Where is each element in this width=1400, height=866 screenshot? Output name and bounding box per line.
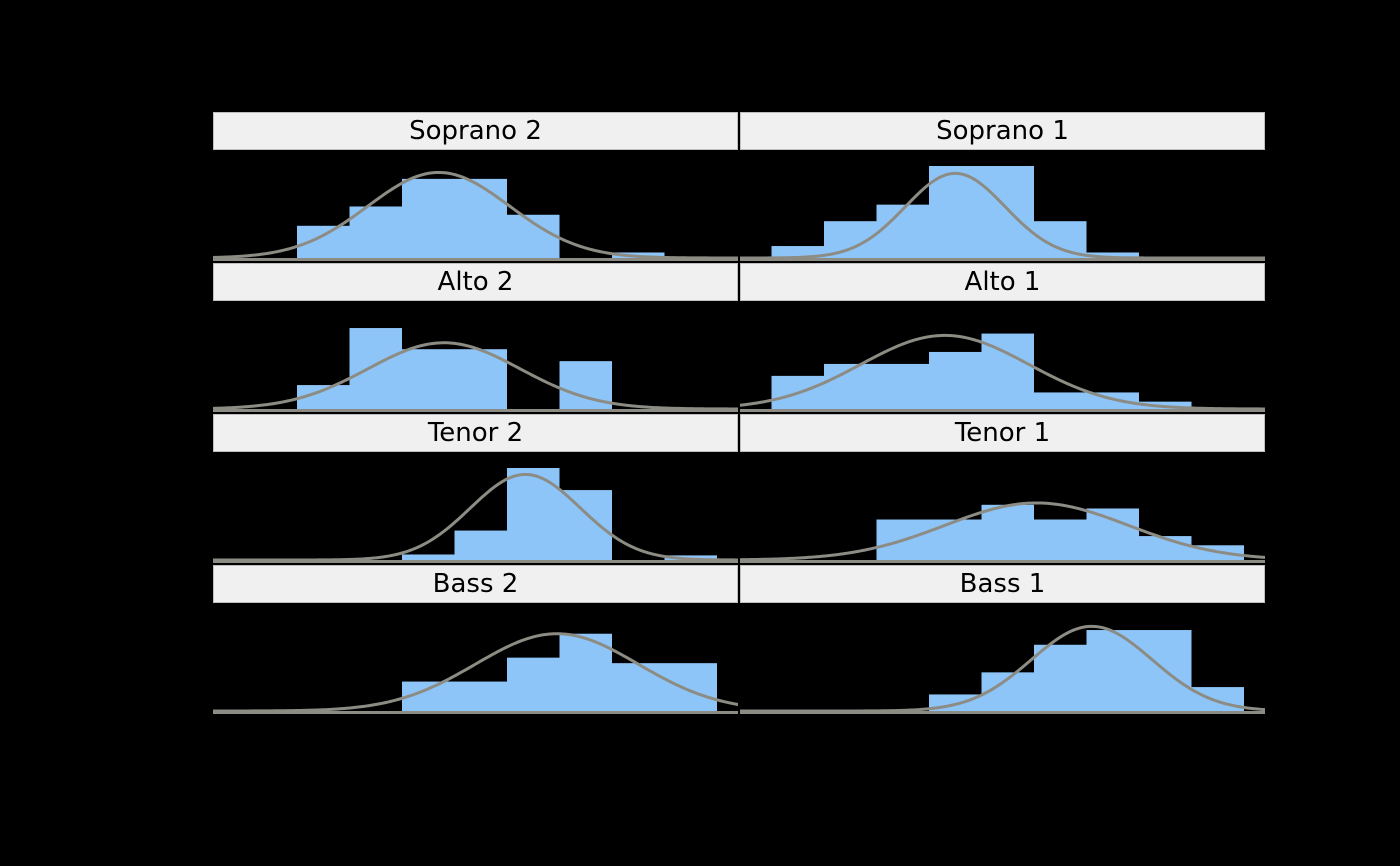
facet-strip-label: Bass 1 <box>959 569 1046 599</box>
facet-panel-tenor-1: Tenor 1 <box>740 414 1265 563</box>
histogram-bar <box>402 554 455 560</box>
facet-strip-soprano-1: Soprano 1 <box>740 112 1265 150</box>
histogram-bar <box>1086 252 1139 258</box>
histogram-bar <box>929 166 982 258</box>
histogram-svg <box>213 468 738 563</box>
histogram-bars <box>297 328 612 409</box>
facet-panel-soprano-1: Soprano 1 <box>740 112 1265 261</box>
density-curve <box>213 632 738 713</box>
facet-strip-label: Bass 2 <box>432 569 519 599</box>
histogram-bar <box>559 490 612 560</box>
density-curve <box>740 171 1265 260</box>
histogram-bar <box>1086 508 1139 560</box>
histogram-bar <box>929 519 982 560</box>
histogram-bars <box>402 633 717 711</box>
histogram-bar <box>454 530 507 560</box>
histogram-bar <box>876 204 929 258</box>
histogram-bar <box>1034 519 1087 560</box>
histogram-svg <box>740 166 1265 261</box>
facet-strip-label: Tenor 2 <box>427 418 524 448</box>
histogram-svg <box>740 501 1265 563</box>
facet-panel-tenor-2: Tenor 2 <box>213 414 738 563</box>
facet-strip-soprano-2: Soprano 2 <box>213 112 738 150</box>
facet-strip-bass-1: Bass 1 <box>740 565 1265 603</box>
histogram-bar <box>981 166 1034 258</box>
facet-panel-soprano-2: Soprano 2 <box>213 112 738 261</box>
facet-panel-alto-1: Alto 1 <box>740 263 1265 412</box>
histogram-bars <box>402 468 717 560</box>
histogram-bars <box>876 504 1244 560</box>
facet-strip-label: Alto 1 <box>964 267 1041 297</box>
histogram-bar <box>297 385 350 409</box>
histogram-svg <box>740 624 1265 714</box>
histogram-bar <box>349 206 402 258</box>
histogram-bar <box>981 504 1034 560</box>
facet-strip-alto-1: Alto 1 <box>740 263 1265 301</box>
histogram-bar <box>507 657 560 711</box>
histogram-bar <box>929 351 982 409</box>
density-curve <box>213 170 738 260</box>
facet-strip-label: Soprano 1 <box>936 116 1069 146</box>
histogram-bar <box>664 663 717 711</box>
facet-panel-bass-1: Bass 1 <box>740 565 1265 748</box>
density-curve <box>740 501 1265 562</box>
facet-strip-alto-2: Alto 2 <box>213 263 738 301</box>
histogram-svg <box>213 328 738 412</box>
histogram-bar <box>612 663 665 711</box>
facet-strip-label: Alto 2 <box>437 267 514 297</box>
density-curve <box>213 341 738 411</box>
facet-strip-tenor-2: Tenor 2 <box>213 414 738 452</box>
facet-plot-area <box>740 603 1265 748</box>
histogram-bar <box>349 328 402 409</box>
histogram-bar <box>454 681 507 711</box>
facet-panel-alto-2: Alto 2 <box>213 263 738 412</box>
facet-plot-area <box>213 603 738 748</box>
histogram-svg <box>213 170 738 261</box>
histogram-bars <box>771 166 1139 258</box>
facet-strip-tenor-1: Tenor 1 <box>740 414 1265 452</box>
facet-strip-label: Soprano 2 <box>409 116 542 146</box>
facet-plot-area <box>213 150 738 261</box>
facet-plot-area <box>213 301 738 412</box>
facet-plot-area <box>740 301 1265 412</box>
histogram-bar <box>454 178 507 258</box>
facet-panel-bass-2: Bass 2 <box>213 565 738 748</box>
histogram-bar <box>876 363 929 409</box>
histogram-bar <box>1034 644 1087 711</box>
facet-plot-area <box>213 452 738 563</box>
density-curve <box>740 624 1265 713</box>
facet-strip-bass-2: Bass 2 <box>213 565 738 603</box>
histogram-svg <box>213 632 738 714</box>
histogram-bars <box>297 178 665 258</box>
histogram-bars <box>771 333 1192 409</box>
histogram-bar <box>1034 392 1087 409</box>
facet-plot-area <box>740 150 1265 261</box>
histogram-bar <box>507 468 560 560</box>
facet-plot-area <box>740 452 1265 563</box>
histogram-bar <box>402 178 455 258</box>
histogram-bar <box>402 349 455 409</box>
facet-strip-label: Tenor 1 <box>954 418 1051 448</box>
density-curve <box>213 472 738 562</box>
density-curve <box>740 333 1265 411</box>
histogram-bar <box>771 246 824 258</box>
histogram-bar <box>297 225 350 258</box>
histogram-svg <box>740 333 1265 412</box>
